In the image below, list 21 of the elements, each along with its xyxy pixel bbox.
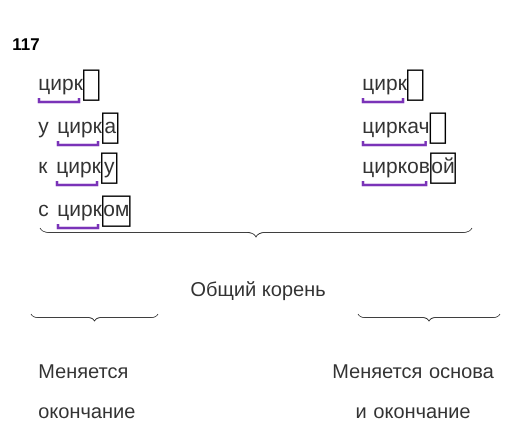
underlined-stem: цирк [56,122,102,146]
word: у [38,122,49,138]
ending-box: ом [102,196,131,227]
underlined-stem: цирк [362,78,407,104]
caption-text: Общий корень [191,281,325,300]
underlined-stem: циркач [362,122,428,146]
underlined-stem: цирков [362,162,429,186]
caption-text: Меняется окончание [39,364,134,418]
ending-box [407,70,424,101]
ending-box: ой [430,152,456,184]
exercise-number: 117 [13,38,39,50]
word: с [39,204,48,216]
underlined-stem: цирк [38,78,83,104]
ending-box [83,70,100,101]
ending-box [430,112,446,144]
underlined-stem: цирк [56,204,102,230]
ending-box: у [101,152,118,184]
ending-box: а [102,112,118,144]
word: к [40,162,48,173]
underlined-stem: цирк [56,162,101,186]
caption-text: Меняется основа и окончание [334,364,494,418]
